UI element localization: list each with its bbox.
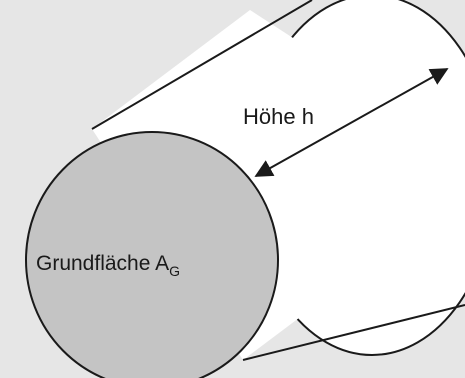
cylinder-top-edge [91, 0, 313, 130]
base-area-label: Grundfläche AG [36, 252, 180, 279]
cylinder-base-face [25, 131, 279, 378]
base-area-label-subscript: G [169, 263, 180, 279]
base-area-label-main: Grundfläche A [36, 252, 169, 275]
height-arrow [254, 68, 449, 177]
height-label: Höhe h [243, 104, 314, 129]
cylinder-bottom-edge [242, 304, 465, 361]
